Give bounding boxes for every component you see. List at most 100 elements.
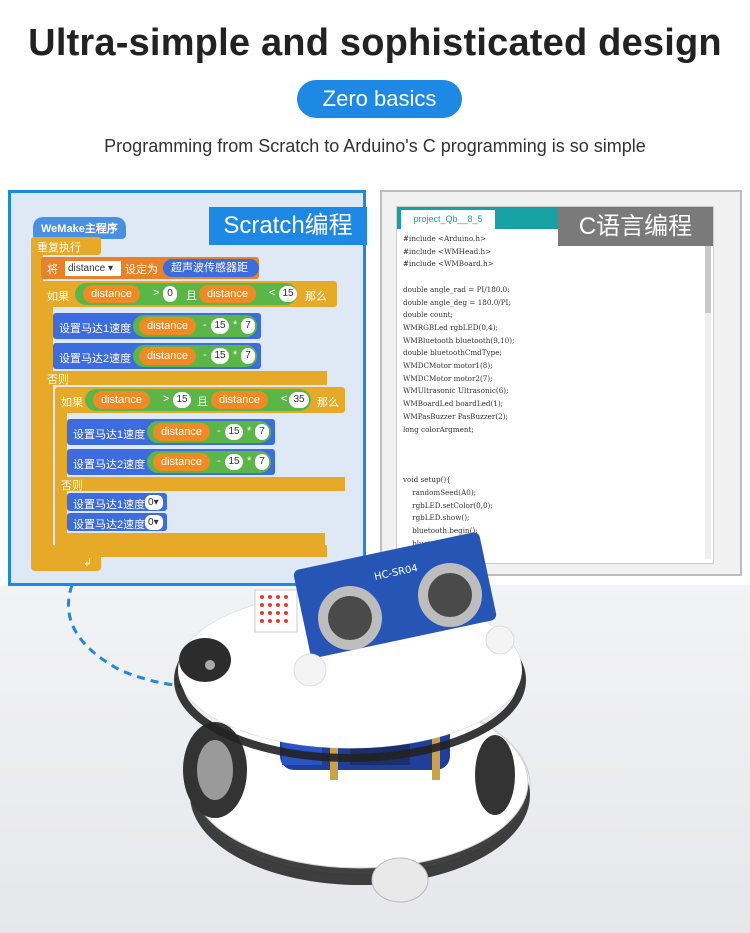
if-label: 如果 <box>47 291 69 303</box>
distance-reporter[interactable]: distance <box>211 391 268 409</box>
motor1-label: 设置马达1速度 <box>73 499 146 511</box>
code-line: WMRGBLed rgbLED(0,4); <box>403 322 498 332</box>
number-input[interactable]: 15 <box>211 318 229 334</box>
c-language-label: C语言编程 <box>558 208 713 246</box>
editor-scrollbar[interactable] <box>705 233 711 559</box>
forever-block[interactable]: 重复执行 <box>31 237 101 255</box>
else-band-2: 否则 <box>55 477 345 492</box>
code-line: double count; <box>403 310 453 320</box>
speed-select-value: 0 <box>148 497 154 508</box>
variable-select[interactable]: distance ▾ <box>65 261 121 276</box>
lt-operator: < <box>281 393 288 405</box>
page-subline: Programming from Scratch to Arduino's C … <box>104 136 646 156</box>
number-input[interactable]: 7 <box>255 424 269 440</box>
number-input[interactable]: 15 <box>211 348 229 364</box>
zero-basics-badge: Zero basics <box>297 80 462 118</box>
code-line: WMDCMotor motor1(8); <box>403 361 493 371</box>
number-input[interactable]: 15 <box>225 454 243 470</box>
code-line: randomSeed(A0); <box>403 488 477 498</box>
speed-select[interactable]: 0▾ <box>145 495 163 510</box>
times-operator: * <box>247 455 252 467</box>
number-input[interactable]: 15 <box>279 286 297 302</box>
gt-operator: > <box>163 393 170 405</box>
code-line: WMBoardLed boardLed(1); <box>403 399 504 409</box>
number-input[interactable]: 15 <box>173 392 191 408</box>
ultrasonic-distance-reporter[interactable]: 超声波传感器距离 <box>163 259 259 292</box>
if-arm-1 <box>41 305 53 547</box>
lt-operator: < <box>269 287 276 299</box>
else-band-1: 否则 <box>41 371 327 386</box>
motor2-label: 设置马达2速度 <box>73 459 146 471</box>
if-else-block-1[interactable]: 如果 distance > 0 且 distance < 15 那么 <box>41 281 337 307</box>
distance-reporter[interactable]: distance <box>153 453 210 471</box>
minus-operator: - <box>203 349 207 361</box>
code-line: double angle_deg = 180.0/PI; <box>403 297 511 307</box>
code-line: #include <WMBoard.h> <box>403 259 494 269</box>
scratch-label: Scratch编程 <box>209 207 367 245</box>
set-motor2-stop-block[interactable]: 设置马达2速度 0▾ <box>67 513 167 531</box>
distance-reporter[interactable]: distance <box>83 285 140 303</box>
if-footer-1 <box>41 545 327 557</box>
distance-reporter[interactable]: distance <box>93 391 150 409</box>
then-label: 那么 <box>305 291 327 303</box>
set-motor1-speed-block[interactable]: 设置马达1速度 distance - 15 * 7 <box>53 313 261 339</box>
set-prefix: 将 <box>47 264 58 276</box>
number-input[interactable]: 7 <box>255 454 269 470</box>
code-line: bluetooth.begin(); <box>403 526 478 536</box>
distance-reporter[interactable]: distance <box>199 285 256 303</box>
else-label: 否则 <box>61 480 83 492</box>
set-motor2-speed-block[interactable]: 设置马达2速度 distance - 15 * 7 <box>53 343 261 369</box>
code-panel: project_Qb__8_5 #include <Arduino.h>#inc… <box>380 190 742 576</box>
main-program-hat-block[interactable]: WeMake主程序 <box>33 217 126 239</box>
code-line <box>403 271 703 284</box>
if-label: 如果 <box>61 397 83 409</box>
distance-reporter[interactable]: distance <box>153 423 210 441</box>
times-operator: * <box>233 349 238 361</box>
set-motor2-speed-block[interactable]: 设置马达2速度 distance - 15 * 7 <box>67 449 275 475</box>
and-label: 且 <box>197 396 208 408</box>
number-input[interactable]: 15 <box>225 424 243 440</box>
set-variable-block[interactable]: 将 distance ▾ 设定为 超声波传感器距离 <box>41 257 259 292</box>
page-headline: Ultra-simple and sophisticated design <box>28 22 722 64</box>
editor-scrollbar-thumb[interactable] <box>705 243 711 313</box>
code-editor[interactable]: project_Qb__8_5 #include <Arduino.h>#inc… <box>396 206 714 564</box>
motor1-label: 设置马达1速度 <box>59 323 132 335</box>
code-line <box>403 462 703 475</box>
loop-arrow-icon: ↲ <box>83 557 93 569</box>
then-label: 那么 <box>317 397 339 409</box>
else-label: 否则 <box>47 374 69 386</box>
minus-operator: - <box>203 319 207 331</box>
variable-select-value: distance <box>68 263 106 274</box>
code-line: WMPasBuzzer PasBuzzer(2); <box>403 411 508 421</box>
set-motor1-speed-block[interactable]: 设置马达1速度 distance - 15 * 7 <box>67 419 275 445</box>
number-input[interactable]: 7 <box>241 348 255 364</box>
code-line: WMDCMotor motor2(7); <box>403 373 493 383</box>
gt-operator: > <box>153 287 160 299</box>
times-operator: * <box>233 319 238 331</box>
set-to-label: 设定为 <box>125 264 158 276</box>
connector-dashed-line <box>67 584 196 689</box>
number-input[interactable]: 7 <box>241 318 255 334</box>
forever-label: 重复执行 <box>37 242 81 254</box>
motor1-label: 设置马达1速度 <box>73 429 146 441</box>
code-line: rgbLED.show(); <box>403 513 470 523</box>
editor-tab[interactable]: project_Qb__8_5 <box>401 210 495 229</box>
motor2-label: 设置马达2速度 <box>73 519 146 531</box>
code-line <box>403 436 703 449</box>
if-else-block-2[interactable]: 如果 distance > 15 且 distance < 35 那么 <box>55 387 345 413</box>
code-line: #include <Arduino.h> <box>403 234 486 243</box>
number-input[interactable]: 0 <box>163 286 177 302</box>
code-line: double angle_rad = PI/180.0; <box>403 284 510 294</box>
code-text: #include <Arduino.h>#include <WMHead.h>#… <box>403 233 703 563</box>
distance-reporter[interactable]: distance <box>139 317 196 335</box>
and-label: 且 <box>186 290 197 302</box>
if-footer-2 <box>55 533 325 545</box>
distance-reporter[interactable]: distance <box>139 347 196 365</box>
number-input[interactable]: 35 <box>289 392 309 408</box>
speed-select-value: 0 <box>148 517 154 528</box>
set-motor1-stop-block[interactable]: 设置马达1速度 0▾ <box>67 493 167 511</box>
minus-operator: - <box>217 455 221 467</box>
speed-select[interactable]: 0▾ <box>145 515 163 530</box>
code-line <box>403 449 703 462</box>
code-line: WMUltrasonic Ultrasonic(6); <box>403 386 509 396</box>
